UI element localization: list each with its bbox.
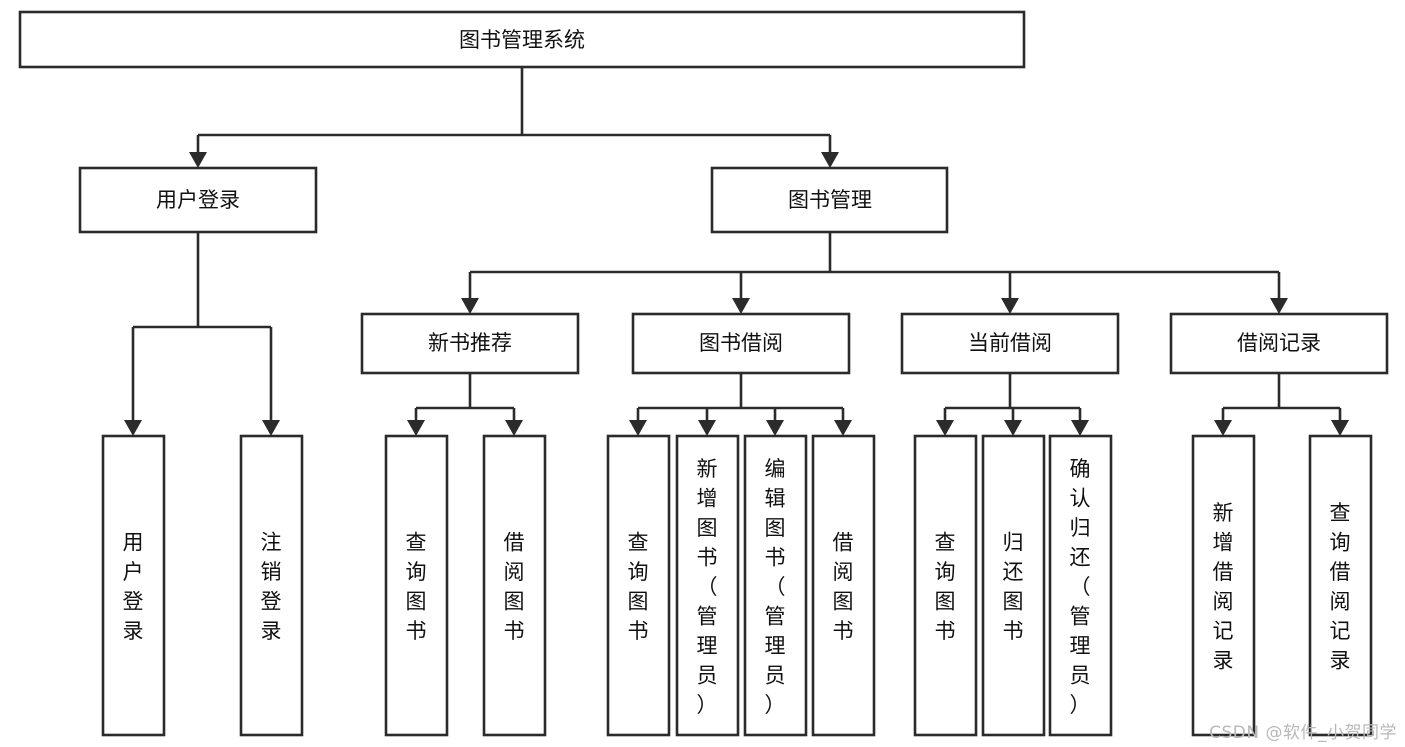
node-leaf-borrow-book-1-box[interactable]	[482, 434, 547, 737]
node-user-login[interactable]: 用户登录	[78, 166, 318, 234]
node-borrow-record-label: 借阅记录	[1237, 331, 1321, 355]
node-leaf-query-book-3-label: 查询图书	[935, 531, 956, 644]
arrow-head-icon	[1071, 420, 1089, 436]
node-leaf-return-book-label: 归还图书	[1003, 531, 1024, 644]
arrow-head-icon	[698, 420, 716, 436]
node-leaf-query-book-1-box[interactable]	[384, 434, 449, 737]
node-current-borrow-box[interactable]	[900, 312, 1120, 375]
connector-root-bus	[196, 67, 832, 152]
arrow-head-icon	[1001, 298, 1019, 314]
arrow-head-icon	[1214, 420, 1232, 436]
connector-book-management-bus	[468, 232, 1281, 298]
arrow-head-icon	[124, 420, 142, 436]
node-leaf-return-book-box[interactable]	[981, 434, 1046, 737]
node-new-book-recommend[interactable]: 新书推荐	[360, 312, 580, 375]
node-book-management-label: 图书管理	[788, 188, 872, 212]
node-leaf-add-book-label: 新增图书（管理员）	[697, 457, 718, 717]
node-leaf-add-borrow-record-label: 新增借阅记录	[1213, 501, 1234, 673]
arrow-head-icon	[461, 298, 479, 314]
node-current-borrow-label: 当前借阅	[968, 331, 1052, 355]
node-leaf-confirm-return-label: 确认归还（管理员）	[1070, 457, 1091, 717]
node-leaf-borrow-book-1-label: 借阅图书	[504, 531, 525, 644]
node-leaf-borrow-book-2-box[interactable]	[811, 434, 876, 737]
node-leaf-logout-label: 注销登录	[261, 531, 282, 644]
arrow-head-icon	[629, 420, 647, 436]
node-leaf-logout-box[interactable]	[239, 434, 304, 737]
connector-book-borrow-bus	[636, 373, 845, 420]
node-leaf-add-borrow-record[interactable]: 新增借阅记录	[1191, 434, 1256, 737]
node-leaf-query-book-3[interactable]: 查询图书	[913, 434, 978, 737]
nodes-layer: 图书管理系统 用户登录 图书管理 新书推荐 图书借阅	[18, 10, 1389, 737]
node-leaf-query-borrow-record-box[interactable]	[1308, 434, 1373, 737]
node-book-borrow-box[interactable]	[631, 312, 851, 375]
node-leaf-edit-book-box[interactable]	[743, 434, 808, 737]
csdn-watermark: CSDN @软件_小贺同学	[1209, 723, 1397, 743]
node-leaf-query-book-2[interactable]: 查询图书	[606, 434, 671, 737]
node-leaf-query-borrow-record[interactable]: 查询借阅记录	[1308, 434, 1373, 737]
node-leaf-add-borrow-record-box[interactable]	[1191, 434, 1256, 737]
node-root-label: 图书管理系统	[459, 28, 585, 52]
node-leaf-query-book-2-label: 查询图书	[628, 531, 649, 644]
node-leaf-edit-book[interactable]: 编辑图书（管理员）	[743, 434, 808, 737]
node-leaf-edit-book-label: 编辑图书（管理员）	[765, 457, 786, 717]
node-borrow-record-box[interactable]	[1169, 312, 1389, 375]
node-new-book-recommend-box[interactable]	[360, 312, 580, 375]
node-book-management[interactable]: 图书管理	[710, 166, 949, 234]
node-leaf-add-book-box[interactable]	[675, 434, 740, 737]
arrow-head-icon	[732, 298, 750, 314]
node-book-management-box[interactable]	[710, 166, 949, 234]
arrow-head-icon	[834, 420, 852, 436]
connector-current-borrow-bus	[943, 373, 1082, 420]
node-root-box[interactable]	[18, 10, 1026, 69]
node-borrow-record[interactable]: 借阅记录	[1169, 312, 1389, 375]
arrow-head-icon	[407, 420, 425, 436]
arrow-head-icon	[262, 420, 280, 436]
node-leaf-confirm-return[interactable]: 确认归还（管理员）	[1048, 434, 1113, 737]
connector-new-book-recommend-bus	[414, 373, 516, 420]
node-user-login-label: 用户登录	[156, 188, 240, 212]
node-leaf-borrow-book-1[interactable]: 借阅图书	[482, 434, 547, 737]
arrow-head-icon	[1270, 298, 1288, 314]
node-leaf-add-book[interactable]: 新增图书（管理员）	[675, 434, 740, 737]
arrow-head-icon	[1331, 420, 1349, 436]
arrow-head-icon	[821, 152, 839, 168]
node-leaf-user-login[interactable]: 用户登录	[101, 434, 166, 737]
node-leaf-query-book-1[interactable]: 查询图书	[384, 434, 449, 737]
node-leaf-borrow-book-2[interactable]: 借阅图书	[811, 434, 876, 737]
connector-borrow-record-bus	[1221, 373, 1342, 420]
node-user-login-box[interactable]	[78, 166, 318, 234]
arrow-head-icon	[505, 420, 523, 436]
node-book-borrow-label: 图书借阅	[699, 331, 783, 355]
connector-user-login-bus	[131, 232, 273, 420]
node-current-borrow[interactable]: 当前借阅	[900, 312, 1120, 375]
arrow-head-icon	[766, 420, 784, 436]
node-leaf-user-login-box[interactable]	[101, 434, 166, 737]
arrow-head-icon	[189, 152, 207, 168]
node-leaf-query-borrow-record-label: 查询借阅记录	[1330, 501, 1351, 673]
arrow-head-icon	[936, 420, 954, 436]
node-root[interactable]: 图书管理系统	[18, 10, 1026, 69]
node-leaf-return-book[interactable]: 归还图书	[981, 434, 1046, 737]
node-leaf-user-login-label: 用户登录	[123, 531, 144, 644]
arrowheads-layer	[124, 152, 1349, 436]
node-new-book-recommend-label: 新书推荐	[428, 331, 512, 355]
node-leaf-query-book-2-box[interactable]	[606, 434, 671, 737]
arrow-head-icon	[1004, 420, 1022, 436]
node-leaf-query-book-3-box[interactable]	[913, 434, 978, 737]
node-book-borrow[interactable]: 图书借阅	[631, 312, 851, 375]
connectors-layer	[131, 67, 1342, 420]
node-leaf-confirm-return-box[interactable]	[1048, 434, 1113, 737]
node-leaf-logout[interactable]: 注销登录	[239, 434, 304, 737]
node-leaf-borrow-book-2-label: 借阅图书	[833, 531, 854, 644]
node-leaf-query-book-1-label: 查询图书	[406, 531, 427, 644]
